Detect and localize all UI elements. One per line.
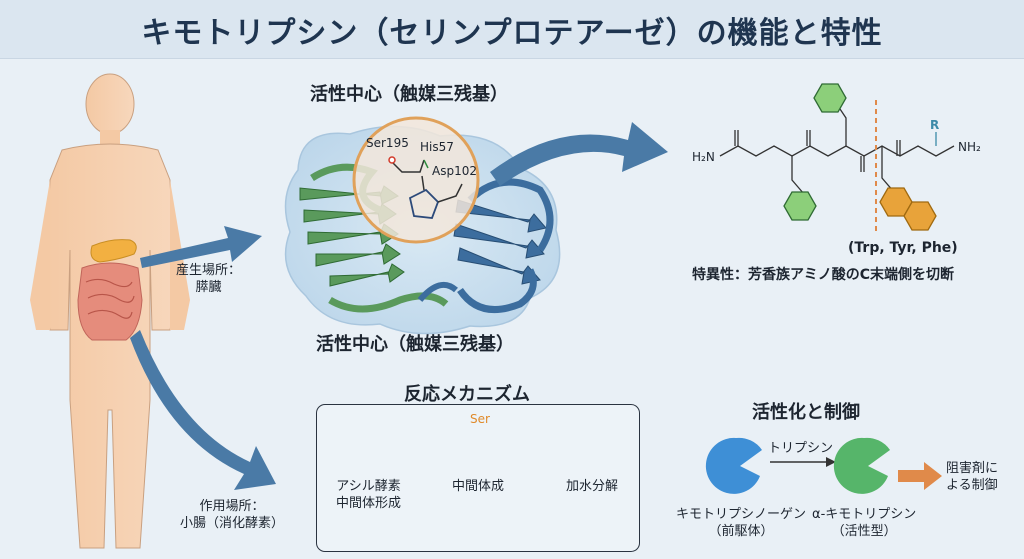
- step-intermediate: 中間体成: [452, 479, 505, 494]
- residue-his57: His57: [420, 140, 454, 154]
- nh2-terminal-label: NH₂: [958, 140, 981, 154]
- step-hydrolysis: 加水分解: [566, 479, 619, 494]
- arrow-pancreas-to-enzyme: [140, 226, 262, 268]
- arrow-to-small-intestine: [130, 330, 276, 490]
- inhibitor-control-label: 阻害剤に よる制御: [946, 461, 999, 493]
- page-title: キモトリプシン（セリンプロテアーゼ）の機能と特性: [141, 16, 883, 51]
- active-site-zoom-circle: [352, 116, 480, 244]
- mechanism-heading: 反応メカニズム: [404, 384, 530, 405]
- small-intestine-organ: [77, 262, 143, 341]
- pancreas-organ: [90, 239, 137, 263]
- title-bar: [0, 0, 1024, 59]
- production-site-label: 産生場所： 膵臓: [176, 263, 242, 295]
- action-site-label: 作用場所： 小腸（消化酵素）: [180, 499, 285, 531]
- alpha-chymotrypsin-shape: [833, 437, 890, 494]
- aromatic-residues-label: (Trp, Tyr, Phe): [848, 240, 958, 256]
- active-form-label: α-キモトリプシン （活性型）: [812, 507, 917, 539]
- activation-heading: 活性化と制御: [752, 402, 860, 423]
- step-acyl-enzyme: アシル酵素 中間体形成: [336, 479, 402, 511]
- ser-label: Ser: [470, 412, 490, 426]
- inhibition-arrow: [898, 462, 942, 490]
- precursor-label: キモトリプシノーゲン （前駆体）: [676, 507, 807, 539]
- active-site-caption: 活性中心（触媒三残基）: [316, 334, 514, 355]
- residue-ser195: Ser195: [366, 136, 409, 150]
- r-group-label: R: [930, 118, 940, 132]
- arrow-to-substrate: [490, 122, 668, 186]
- trypsin-label: トリプシン: [768, 441, 834, 456]
- residue-asp102: Asp102: [432, 164, 477, 178]
- human-body-figure: [30, 73, 190, 549]
- h2n-terminal-label: H₂N: [692, 150, 715, 164]
- active-site-heading: 活性中心（触媒三残基）: [310, 84, 508, 105]
- specificity-note: 特異性：芳香族アミノ酸のC末端側を切断: [692, 267, 954, 283]
- chymotrypsinogen-shape: [705, 437, 762, 494]
- mechanism-box: [316, 404, 640, 552]
- peptide-substrate-structure: [719, 83, 955, 231]
